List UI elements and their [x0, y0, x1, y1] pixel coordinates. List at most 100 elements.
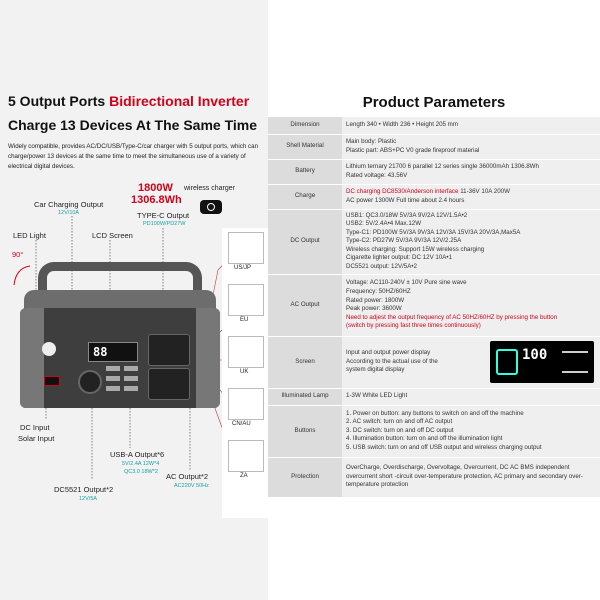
- param-value: Cigarette lighter output: DC 12V 10A•1: [346, 254, 453, 262]
- typec-label: TYPE-C Output: [137, 211, 190, 220]
- param-value: system digital display: [346, 366, 405, 374]
- param-value: AC power 1300W Full time about 2.4 hours: [346, 196, 465, 204]
- param-value: 4. Illumination button: turn on and off …: [346, 435, 503, 443]
- param-value: Frequency: 50HZ/60HZ: [346, 287, 411, 295]
- parameters-panel: Product Parameters Dimension Length 340 …: [268, 0, 600, 600]
- param-row-buttons: Buttons 1. Power on button: any buttons …: [268, 405, 600, 458]
- screen-display-image: 100: [490, 340, 594, 383]
- us-jp-socket-icon: [228, 232, 264, 264]
- param-value: Voltage: AC110-240V ± 10V Pure sine wave: [346, 279, 467, 287]
- param-value: USB2: 5V/2.4A•4 Max.12W: [346, 220, 422, 228]
- param-key: Screen: [268, 336, 342, 389]
- socket-uk-label: UK: [240, 369, 249, 375]
- usba-sub-1: 5V/2.4A 12W*4: [122, 461, 160, 467]
- usb-ports-icon: [106, 366, 140, 396]
- param-key: Battery: [268, 159, 342, 185]
- ac-socket-1-icon: [148, 334, 190, 366]
- param-value: According to the actual use of the: [346, 357, 438, 365]
- param-value: USB1: QC3.0/18W 5V/3A 9V/2A 12V/1.5A•2: [346, 211, 468, 219]
- param-row-dc-output: DC Output USB1: QC3.0/18W 5V/3A 9V/2A 12…: [268, 209, 600, 275]
- param-value: 3. DC switch: turn on and off DC output: [346, 426, 454, 434]
- socket-us-jp-label: US/JP: [234, 265, 252, 271]
- ac-output-label: AC Output*2: [166, 472, 209, 481]
- param-key: Shell Material: [268, 134, 342, 160]
- param-value: 5. USB switch: turn on and off USB outpu…: [346, 444, 542, 452]
- param-key: Protection: [268, 457, 342, 498]
- eu-socket-icon: [228, 284, 264, 316]
- lcd-display: 88: [93, 345, 108, 359]
- wireless-charger-icon: [200, 200, 222, 214]
- dc5521-sub: 12V/5A: [79, 496, 98, 502]
- param-value: 2. AC switch: turn on and off AC output: [346, 418, 453, 426]
- lcd-screen-label: LCD Screen: [92, 231, 133, 240]
- param-key: Dimension: [268, 117, 342, 135]
- param-row-charge: Charge DC charging DC8530/Anderson inter…: [268, 184, 600, 210]
- power-watts: 1800W: [138, 182, 173, 194]
- typec-sub: PD100W/PD27W: [143, 221, 186, 227]
- feature-description: Widely compatible, provides AC/DC/USB/Ty…: [8, 143, 259, 170]
- socket-cn-au-label: CN/AU: [232, 421, 251, 427]
- car-charger-port-icon: [78, 370, 102, 394]
- param-value-red: (switch by pressing fast three times con…: [346, 322, 481, 330]
- param-value: Rated voltage: 43.56V: [346, 171, 408, 179]
- solar-input-label: Solar Input: [18, 434, 55, 443]
- param-key: DC Output: [268, 209, 342, 275]
- led-light-label: LED Light: [13, 231, 46, 240]
- dc5521-output-label: DC5521 Output*2: [54, 485, 114, 494]
- param-row-dimension: Dimension Length 340 • Width 236 • Heigh…: [268, 117, 600, 135]
- param-value: Lithium ternary 21700 6 parallel 12 seri…: [346, 162, 539, 170]
- dc-input-port-icon: [44, 376, 60, 386]
- parameters-table: Dimension Length 340 • Width 236 • Heigh…: [268, 117, 600, 498]
- za-socket-icon: [228, 440, 264, 472]
- param-value: DC5521 output: 12V/5A•2: [346, 263, 417, 271]
- power-station-image: 88: [20, 262, 220, 410]
- headline-ports: 5 Output Ports Bidirectional Inverter: [8, 93, 249, 109]
- param-row-ac-output: AC Output Voltage: AC110-240V ± 10V Pure…: [268, 274, 600, 337]
- wireless-charger-label: wireless charger: [184, 185, 235, 192]
- socket-eu-label: EU: [240, 317, 249, 323]
- param-key: Buttons: [268, 405, 342, 458]
- param-value: 11-36V 10A 200W: [458, 187, 510, 195]
- usba-sub-2: QC3.0 18W*2: [124, 469, 158, 475]
- cn-au-socket-icon: [228, 388, 264, 420]
- param-value: Type-C2: PD27W 5V/3A 9V/3A 12V/2.25A: [346, 237, 462, 245]
- usba-output-label: USB-A Output*6: [110, 450, 165, 459]
- features-panel: 5 Output Ports Bidirectional Inverter Ch…: [0, 0, 268, 600]
- screen-display-value: 100: [522, 346, 548, 363]
- headline-charge: Charge 13 Devices At The Same Time: [8, 117, 257, 133]
- uk-socket-icon: [228, 336, 264, 368]
- param-row-screen: Screen Input and output power display Ac…: [268, 336, 600, 389]
- param-row-lamp: Illuminated Lamp 1-3W White LED Light: [268, 388, 600, 406]
- ac-output-sub: AC220V 50Hz: [174, 483, 209, 489]
- led-light-icon: [42, 342, 56, 356]
- param-key: AC Output: [268, 274, 342, 337]
- param-value: Length 340 • Width 236 • Height 205 mm: [346, 120, 458, 128]
- headline-ports-text: 5 Output Ports: [8, 93, 110, 109]
- parameters-title: Product Parameters: [362, 94, 506, 111]
- ac-socket-2-icon: [148, 368, 190, 400]
- param-row-protection: Protection OverCharge, Overdischarge, Ov…: [268, 457, 600, 498]
- param-value: OverCharge, Overdischarge, Overvoltage, …: [346, 464, 583, 489]
- param-value: Wireless charging: Support 15W wireless …: [346, 245, 485, 253]
- param-value: Type-C1: PD100W 5V/3A 9V/3A 12V/3A 15V/3…: [346, 228, 521, 236]
- param-value-red: Need to adjest the output frequency of A…: [346, 313, 558, 321]
- angle-label: 90°: [12, 250, 24, 259]
- socket-za-label: ZA: [240, 473, 248, 479]
- param-value: Plastic part: ABS+PC V0 grade fireproof …: [346, 146, 480, 154]
- param-key: Charge: [268, 184, 342, 210]
- param-value: Input and output power display: [346, 349, 431, 357]
- param-value-red: DC charging DC8530/Anderson interface: [346, 187, 459, 195]
- param-value: Peak power: 3600W: [346, 305, 402, 313]
- param-value: Main body: Plastic: [346, 137, 397, 145]
- headline-inverter-text: Bidirectional Inverter: [109, 93, 250, 109]
- param-key: Illuminated Lamp: [268, 388, 342, 406]
- param-row-battery: Battery Lithium ternary 21700 6 parallel…: [268, 159, 600, 185]
- car-charging-label: Car Charging Output: [34, 200, 104, 209]
- car-charging-sub: 12V/10A: [58, 210, 80, 216]
- param-value: 1-3W White LED Light: [346, 392, 408, 400]
- param-value: 1. Power on button: any buttons to switc…: [346, 409, 524, 417]
- dc-input-label: DC Input: [20, 423, 50, 432]
- param-value: Rated power: 1800W: [346, 296, 405, 304]
- capacity-wh: 1306.8Wh: [131, 194, 182, 206]
